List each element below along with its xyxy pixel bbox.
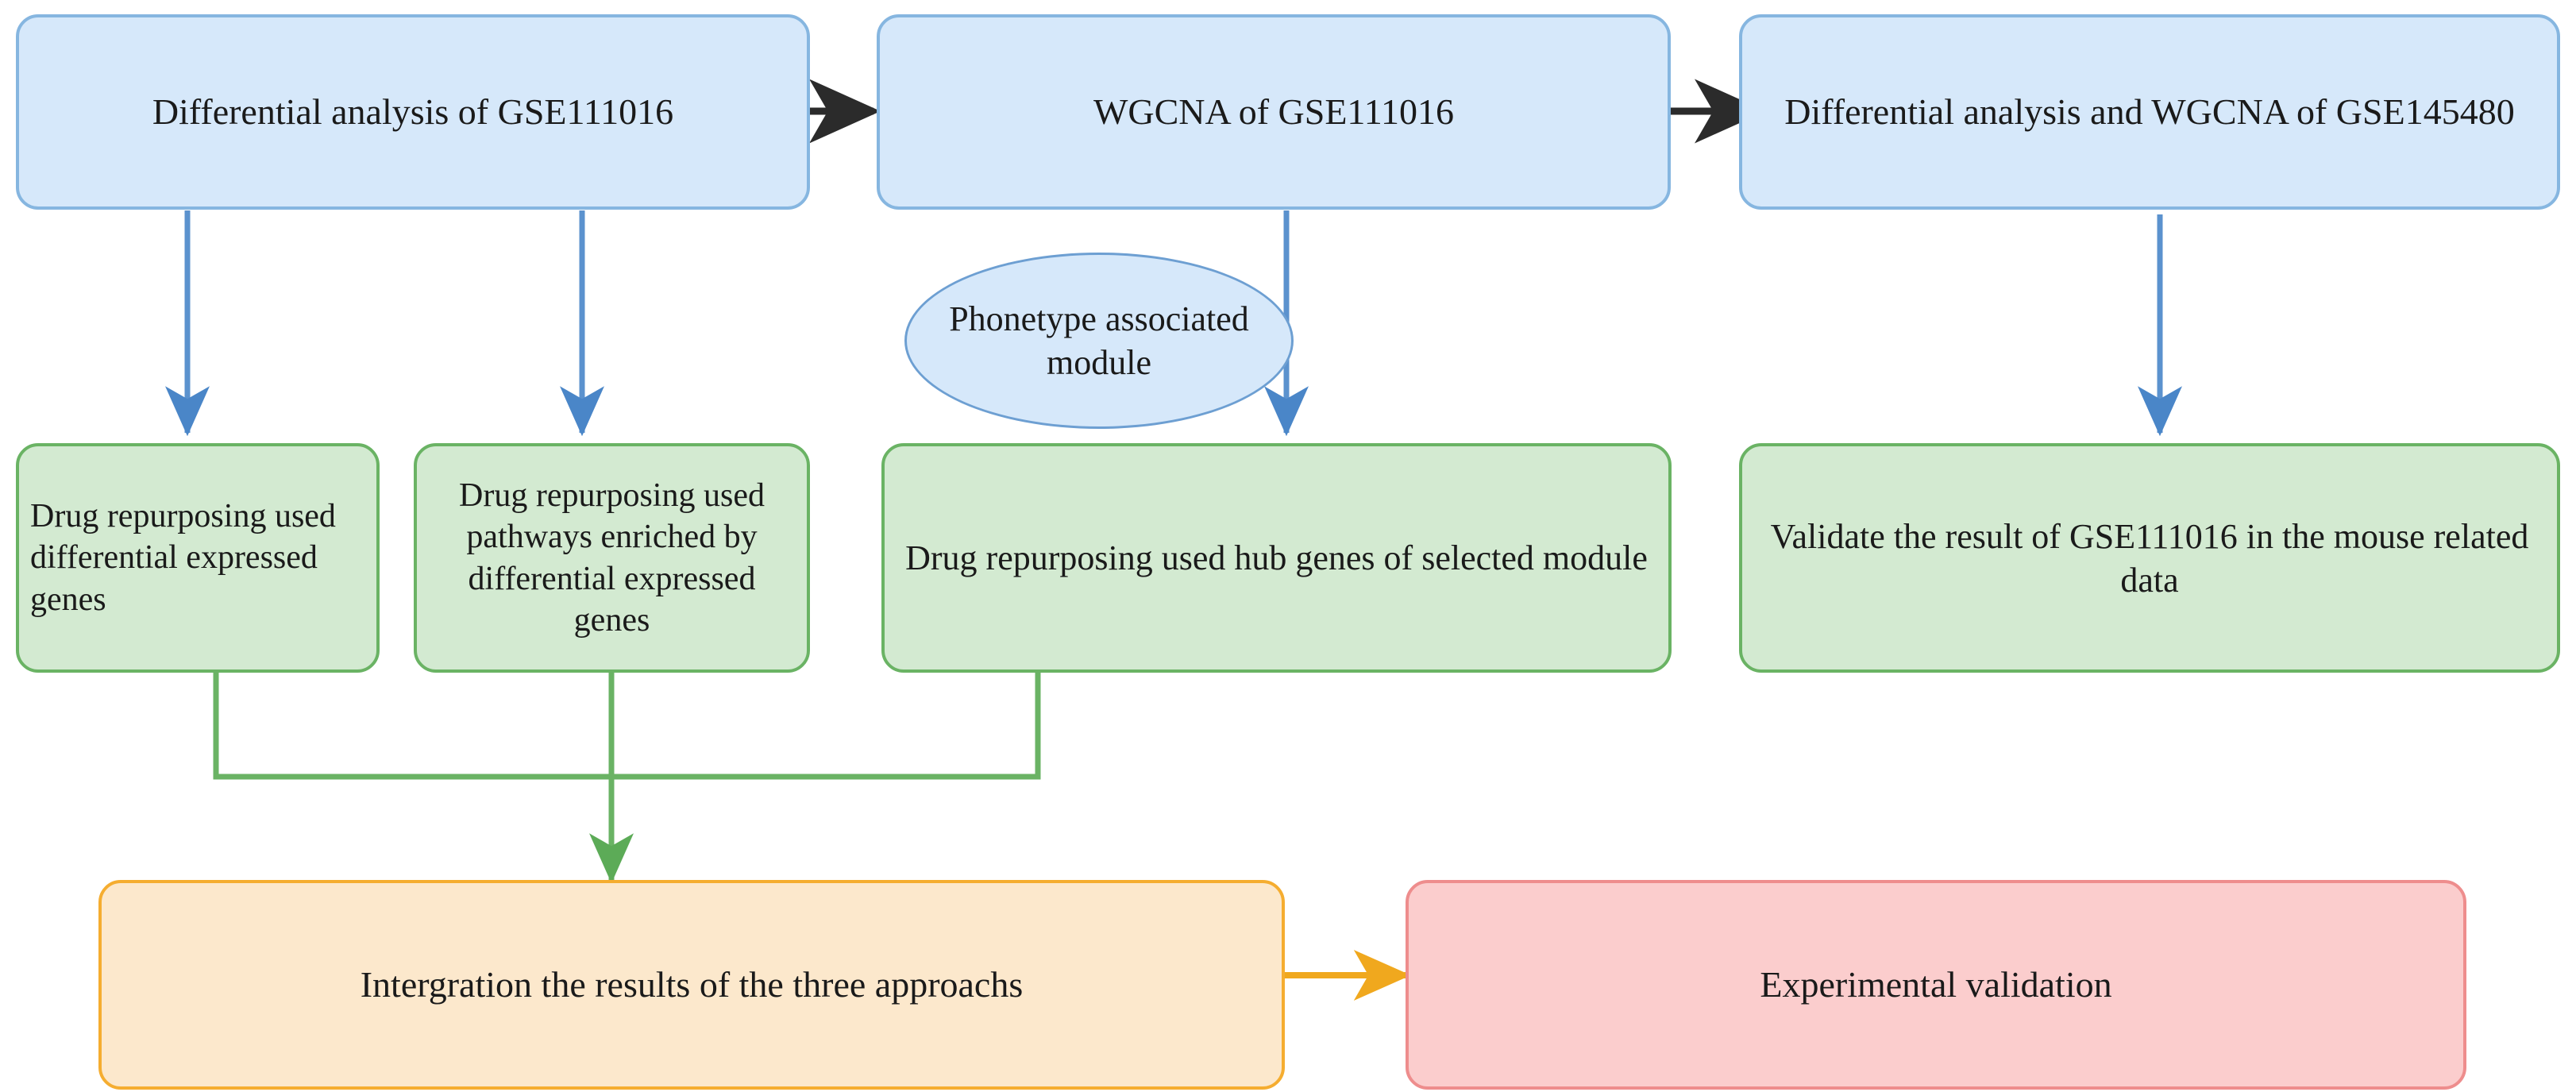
node-differential-wgcna-gse145480[interactable]: Differential analysis and WGCNA of GSE14…	[1739, 14, 2560, 210]
node-label: Drug repurposing used differential expre…	[30, 497, 336, 618]
node-label: Validate the result of GSE111016 in the …	[1770, 516, 2529, 600]
node-label: Phonetype associated module	[949, 299, 1249, 382]
node-label: Experimental validation	[1760, 964, 2112, 1005]
node-label: Drug repurposing used pathways enriched …	[459, 477, 765, 639]
node-drug-repurposing-deg[interactable]: Drug repurposing used differential expre…	[16, 443, 380, 673]
node-validate-mouse-data[interactable]: Validate the result of GSE111016 in the …	[1739, 443, 2560, 673]
node-label: Differential analysis and WGCNA of GSE14…	[1784, 91, 2515, 133]
node-phenotype-associated-module[interactable]: Phonetype associated module	[904, 253, 1294, 429]
node-label: Drug repurposing used hub genes of selec…	[905, 538, 1648, 577]
node-integration-results[interactable]: Intergration the results of the three ap…	[98, 880, 1285, 1090]
node-experimental-validation[interactable]: Experimental validation	[1406, 880, 2466, 1090]
green-bracket-connector	[213, 673, 1041, 884]
node-drug-repurposing-pathways[interactable]: Drug repurposing used pathways enriched …	[414, 443, 810, 673]
node-wgcna-gse111016[interactable]: WGCNA of GSE111016	[877, 14, 1671, 210]
node-drug-repurposing-hub-genes[interactable]: Drug repurposing used hub genes of selec…	[881, 443, 1672, 673]
node-differential-analysis-gse111016[interactable]: Differential analysis of GSE111016	[16, 14, 810, 210]
node-label: Differential analysis of GSE111016	[152, 91, 674, 133]
node-label: WGCNA of GSE111016	[1093, 91, 1455, 133]
node-label: Intergration the results of the three ap…	[360, 964, 1024, 1005]
